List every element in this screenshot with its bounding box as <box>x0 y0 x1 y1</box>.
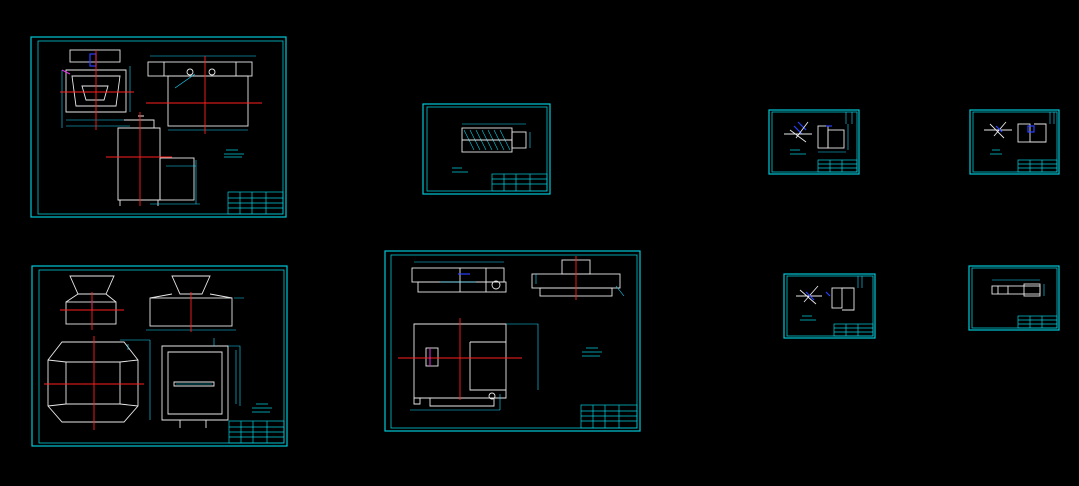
title-block <box>580 404 638 429</box>
view-top-left <box>60 49 134 130</box>
drawing-sheet-bottom-left[interactable] <box>31 265 288 447</box>
detail-view <box>784 112 853 155</box>
view-plan-right <box>161 338 241 428</box>
part-section-view <box>461 123 531 153</box>
technical-notes <box>582 347 602 357</box>
drawing-sheet-top-middle[interactable] <box>422 103 551 195</box>
detail-view <box>984 112 1055 155</box>
view-front-right <box>146 55 262 134</box>
view-main-body <box>398 318 539 411</box>
view-shaft-right <box>531 256 625 300</box>
drawing-sheet-right-1[interactable] <box>768 109 860 175</box>
technical-notes <box>452 167 468 173</box>
drawing-sheet-right-4[interactable] <box>968 265 1060 331</box>
drawing-sheet-bottom-middle[interactable] <box>384 250 641 432</box>
title-block <box>817 159 858 173</box>
technical-notes <box>224 149 244 158</box>
title-block <box>1017 159 1058 173</box>
drawing-sheet-top-left[interactable] <box>30 36 287 218</box>
detail-view <box>796 276 863 321</box>
detail-view <box>991 279 1045 297</box>
title-block <box>491 173 548 192</box>
drawing-sheet-right-2[interactable] <box>969 109 1060 175</box>
technical-notes <box>252 403 272 413</box>
title-block <box>833 323 874 337</box>
view-hopper-right <box>146 275 244 332</box>
title-block <box>1017 315 1058 329</box>
view-shaft-left <box>411 261 507 293</box>
view-plan-left <box>44 336 151 430</box>
view-hopper-left <box>60 275 124 330</box>
title-block <box>228 420 285 444</box>
title-block <box>227 191 284 215</box>
view-side-lower <box>106 112 200 206</box>
drawing-sheet-right-3[interactable] <box>783 273 876 339</box>
